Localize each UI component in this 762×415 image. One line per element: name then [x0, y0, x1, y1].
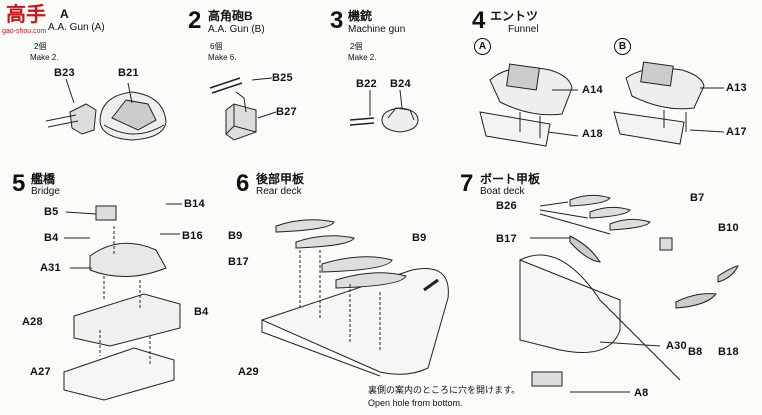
funnel-b-drawing — [613, 61, 725, 145]
rear-deck-drawing — [260, 219, 449, 377]
part-label: B27 — [276, 106, 297, 118]
aa-gun-b-drawing — [209, 77, 277, 141]
watermark-logo: 高手 gao-shou.com — [2, 3, 54, 43]
variant-a-badge: A — [474, 38, 491, 55]
step-6-note-jp: 裏側の案内のところに穴を開けます。 — [368, 385, 521, 395]
part-label: A14 — [582, 84, 603, 96]
step-1-en: A.A. Gun (A) — [48, 22, 105, 33]
part-label: A31 — [40, 262, 61, 274]
part-label: A28 — [22, 316, 43, 328]
part-label: A17 — [726, 126, 747, 138]
step-5-jp: 艦橋 — [31, 172, 56, 186]
watermark-chars: 高手 — [6, 2, 46, 26]
step-1-jp: A — [60, 7, 69, 21]
part-label: B21 — [118, 67, 139, 79]
step-1-qty-en: Make 2. — [30, 53, 59, 62]
part-label: B4 — [194, 306, 209, 318]
part-label: A13 — [726, 82, 747, 94]
part-label: B17 — [228, 256, 249, 268]
part-label: A8 — [634, 387, 649, 399]
step-6-en: Rear deck — [256, 186, 302, 197]
part-label: B4 — [44, 232, 59, 244]
step-3-qty-en: Make 2. — [348, 53, 377, 62]
step-4-number: 4 — [472, 7, 486, 34]
step-2-number: 2 — [188, 7, 202, 34]
part-label: B18 — [718, 346, 739, 358]
step-3-en: Machine gun — [348, 24, 406, 35]
step-6-note-en: Open hole from bottom. — [368, 398, 463, 408]
machine-gun-drawing — [349, 89, 419, 133]
bridge-drawing — [63, 203, 182, 401]
step-4-en: Funnel — [508, 24, 539, 35]
step-1-qty-jp: 2個 — [34, 42, 47, 51]
funnel-a-drawing — [479, 63, 579, 147]
part-label: B26 — [496, 200, 517, 212]
part-label: A18 — [582, 128, 603, 140]
step-6-jp: 後部甲板 — [256, 172, 305, 186]
part-label: B16 — [182, 230, 203, 242]
step-2-qty-jp: 6個 — [210, 42, 223, 51]
step-4-jp: エントツ — [490, 9, 539, 23]
step-3-qty-jp: 2個 — [350, 42, 363, 51]
part-label: B17 — [496, 233, 517, 245]
aa-gun-a-drawing — [45, 78, 167, 141]
step-2-en: A.A. Gun (B) — [208, 24, 265, 35]
watermark-url: gao-shou.com — [2, 28, 47, 35]
part-label: B5 — [44, 206, 59, 218]
part-label: B23 — [54, 67, 75, 79]
part-label: A27 — [30, 366, 51, 378]
part-label: B22 — [356, 78, 377, 90]
step-2-jp: 高角砲B — [208, 9, 253, 23]
part-label: B7 — [690, 192, 705, 204]
part-label: B8 — [688, 346, 703, 358]
variant-b-badge: B — [614, 38, 631, 55]
step-5-en: Bridge — [31, 186, 60, 197]
part-label: B24 — [390, 78, 411, 90]
step-3-jp: 機銃 — [348, 9, 373, 23]
step-7-jp: ボート甲板 — [480, 172, 541, 186]
part-label: A29 — [238, 366, 259, 378]
part-label: B9 — [412, 232, 427, 244]
part-label: B14 — [184, 198, 205, 210]
part-label: B10 — [718, 222, 739, 234]
part-label: B9 — [228, 230, 243, 242]
step-5-number: 5 — [12, 170, 26, 197]
part-label: A30 — [666, 340, 687, 352]
part-label: B25 — [272, 72, 293, 84]
step-6-number: 6 — [236, 170, 250, 197]
step-7-number: 7 — [460, 170, 474, 197]
step-2-qty-en: Make 6. — [208, 53, 237, 62]
step-7-en: Boat deck — [480, 186, 525, 197]
step-3-number: 3 — [330, 7, 344, 34]
boat-deck-drawing — [519, 194, 739, 393]
